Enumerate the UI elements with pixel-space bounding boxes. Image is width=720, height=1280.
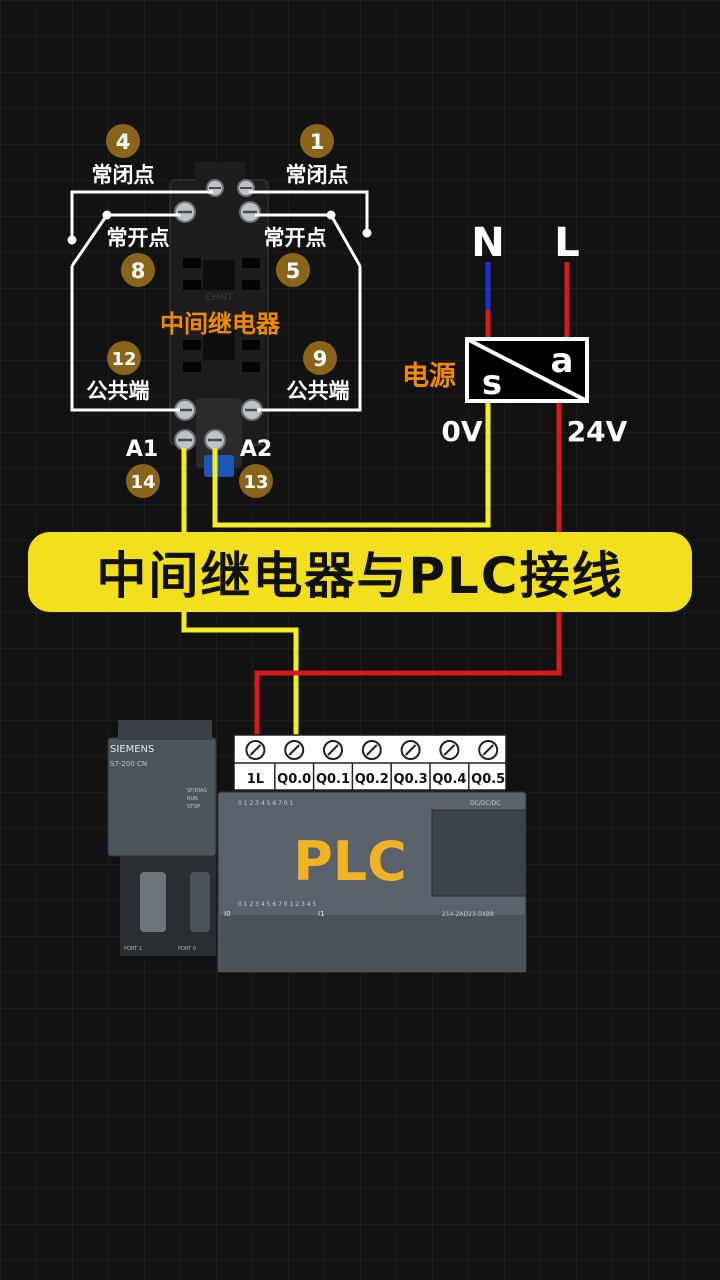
plc-terminal-label: 1L xyxy=(247,772,264,787)
plc-terminal-q0-3[interactable]: Q0.3 xyxy=(390,740,428,790)
plc-terminals: 1L Q0.0 Q0.1 Q0.2 Q0.3 Q0.4 Q0.5 xyxy=(245,740,505,790)
relay-brand: CHNT xyxy=(205,292,234,303)
plc-input-group-1: I1 xyxy=(318,910,325,918)
terminal-number: 9 xyxy=(313,347,328,371)
terminal-number: 4 xyxy=(116,130,131,154)
terminal-label-a2: A2 xyxy=(240,437,272,462)
plc-port-1: PORT 1 xyxy=(124,946,142,952)
terminal-badge-1: 1 xyxy=(300,124,334,158)
relay-screw-top-left[interactable] xyxy=(206,179,224,197)
terminal-badge-12: 12 xyxy=(107,341,141,375)
plc-port-0: PORT 0 xyxy=(178,946,196,952)
relay-screw-top-right[interactable] xyxy=(237,179,255,197)
terminal-number: 8 xyxy=(131,259,146,283)
plc-supply-type: DC/DC/DC xyxy=(470,800,500,807)
power-label: 电源 xyxy=(402,361,456,392)
plc-status-stop: STOP xyxy=(187,804,200,810)
terminal-number: 14 xyxy=(130,472,155,493)
terminal-label-a1: A1 xyxy=(126,437,158,462)
relay-screw-a1[interactable] xyxy=(174,429,196,451)
plc-terminal-label: Q0.1 xyxy=(316,772,350,787)
plc-label: PLC xyxy=(293,830,407,893)
terminal-badge-13: 13 xyxy=(239,464,273,498)
page-title: 中间继电器与PLC接线 xyxy=(96,547,624,605)
terminal-badge-4: 4 xyxy=(106,124,140,158)
terminal-badge-8: 8 xyxy=(121,253,155,287)
terminal-number: 5 xyxy=(286,259,301,283)
relay-screw-1[interactable] xyxy=(239,201,261,223)
plc-terminal-q0-0[interactable]: Q0.0 xyxy=(274,740,311,790)
power-a-label: a xyxy=(551,341,574,381)
terminal-label-4: 常闭点 xyxy=(92,163,155,187)
plc-cpu-module: SIEMENS S7-200 CN SF/DIAG RUN STOP PORT … xyxy=(107,720,217,956)
plc-terminal-q0-4[interactable]: Q0.4 xyxy=(429,740,466,790)
terminal-number: 12 xyxy=(111,349,136,370)
power-0v-label: 0V xyxy=(441,415,482,448)
plc-terminal-q0-1[interactable]: Q0.1 xyxy=(312,740,350,790)
plc-input-group-0: I0 xyxy=(224,910,231,918)
terminal-badge-5: 5 xyxy=(276,253,310,287)
terminal-label-5: 常开点 xyxy=(264,226,327,250)
power-supply-symbol: s a xyxy=(465,337,589,403)
plc-terminal-q0-2[interactable]: Q0.2 xyxy=(351,740,389,790)
terminal-badge-9: 9 xyxy=(303,341,337,375)
plc-input-bits: 0 1 2 3 4 5 6 7 0 1 2 3 4 5 xyxy=(238,901,316,908)
terminal-number: 13 xyxy=(243,472,268,493)
plc-output-bits: 0 1 2 3 4 5 6 7 0 1 xyxy=(238,800,294,807)
terminal-badge-14: 14 xyxy=(126,464,160,498)
plc-terminal-label: Q0.5 xyxy=(471,772,505,787)
plc-terminal-q0-5[interactable]: Q0.5 xyxy=(468,740,505,790)
power-24v-label: 24V xyxy=(567,415,628,448)
power-n-label: N xyxy=(471,220,504,266)
plc-terminal-label: Q0.0 xyxy=(277,772,311,787)
relay-contact-lines xyxy=(67,190,372,412)
plc-status-run: RUN xyxy=(187,796,198,802)
power-s-label: s xyxy=(482,363,502,403)
terminal-label-9: 公共端 xyxy=(287,379,350,403)
wire-0v-yellow xyxy=(212,402,491,528)
plc-terminal-label: Q0.4 xyxy=(432,772,466,787)
terminal-label-12: 公共端 xyxy=(87,379,150,403)
plc-brand: SIEMENS xyxy=(110,744,154,755)
plc-io-module: 0 1 2 3 4 5 6 7 0 1 DC/DC/DC I0 I1 0 1 2… xyxy=(217,791,527,973)
title-banner: 中间继电器与PLC接线 xyxy=(28,532,692,612)
plc-terminal-label: Q0.2 xyxy=(355,772,389,787)
plc-terminal-label: Q0.3 xyxy=(394,772,428,787)
relay-body: CHNT xyxy=(169,162,269,477)
relay-screw-a2[interactable] xyxy=(204,429,226,451)
plc-status-sf: SF/DIAG xyxy=(187,788,207,794)
relay-name: 中间继电器 xyxy=(160,310,281,338)
terminal-label-8: 常开点 xyxy=(107,226,170,250)
terminal-label-1: 常闭点 xyxy=(286,163,349,187)
plc-terminal-1l[interactable]: 1L xyxy=(245,740,266,787)
plc-part-number: 214-2AD23-0XB8 xyxy=(442,911,494,918)
relay-screw-4[interactable] xyxy=(174,201,196,223)
plc-model: S7-200 CN xyxy=(110,760,147,768)
power-l-label: L xyxy=(554,220,580,266)
terminal-number: 1 xyxy=(310,130,325,154)
